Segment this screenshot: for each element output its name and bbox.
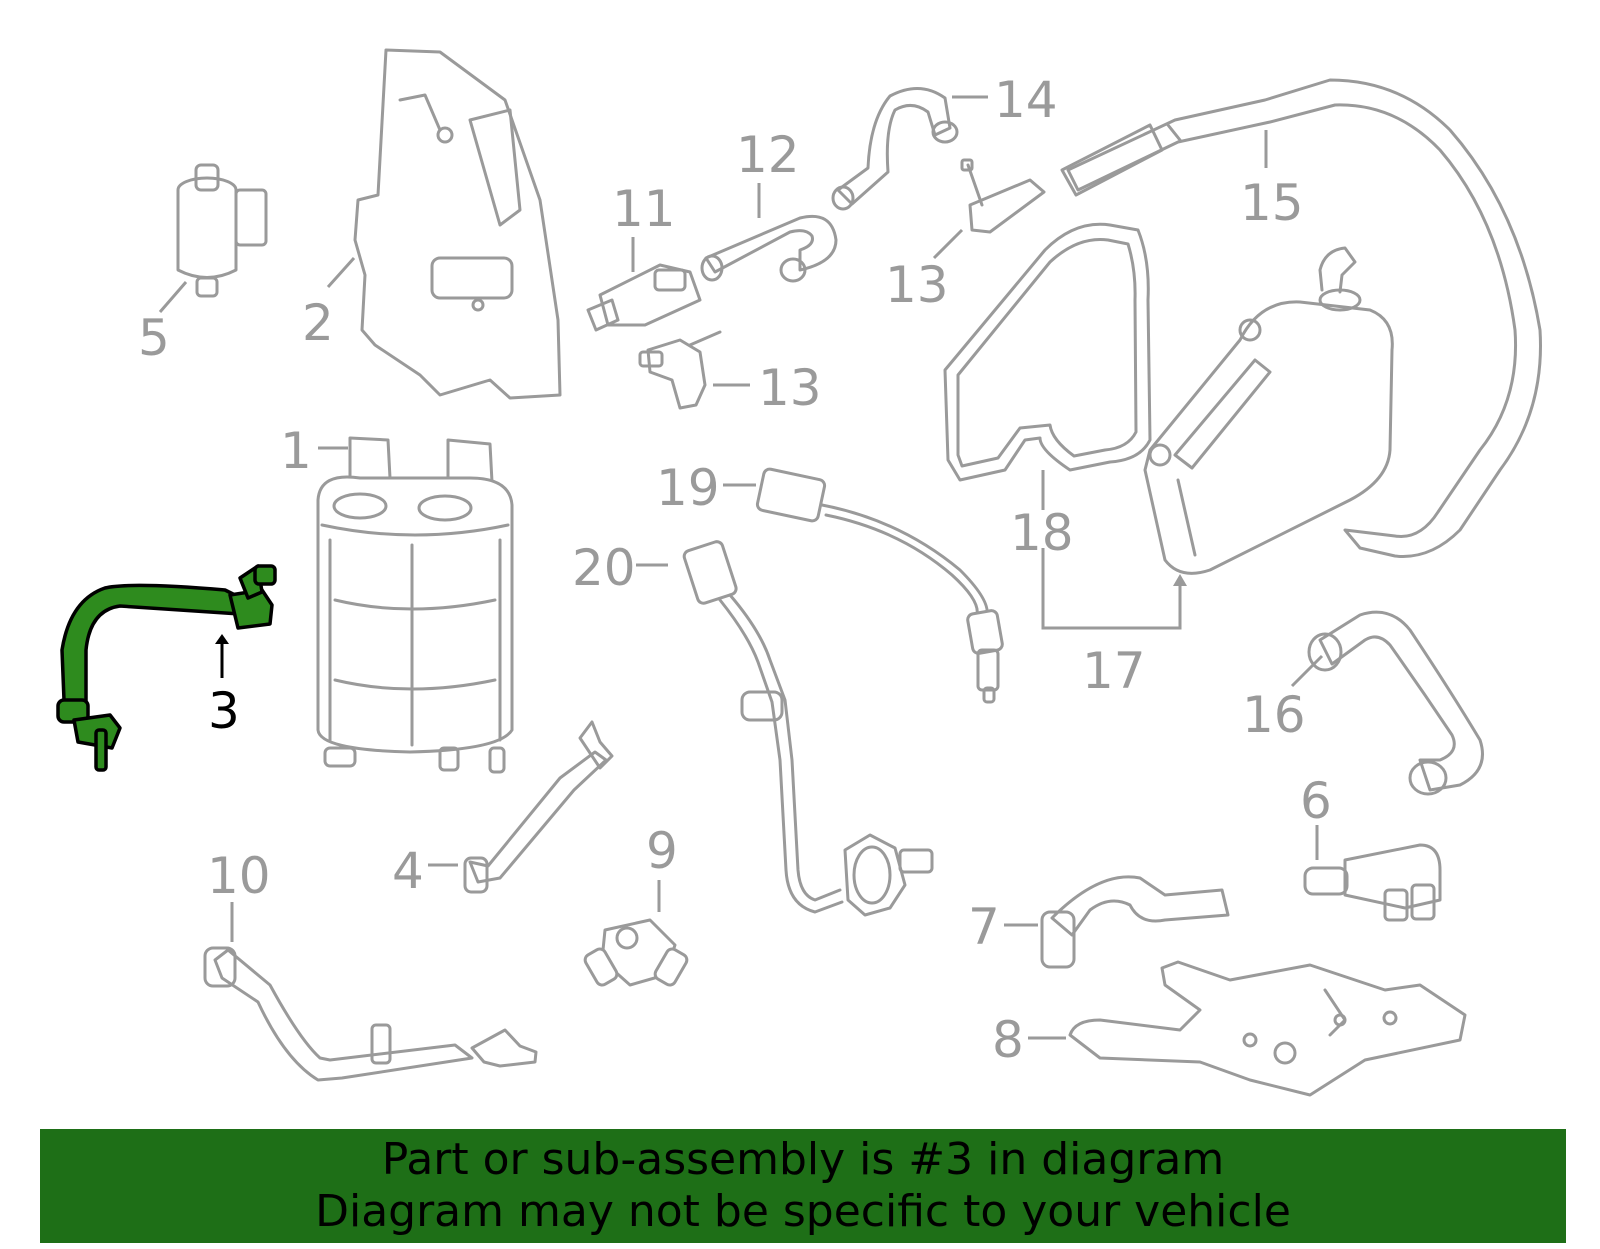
banner-line-1: Part or sub-assembly is #3 in diagram (381, 1134, 1225, 1185)
part-13-sensor-lower (638, 330, 722, 410)
callout-17: 17 (1082, 642, 1146, 700)
part-18-gasket (943, 222, 1152, 482)
leader-5 (158, 281, 188, 313)
part-6-valve (1303, 843, 1442, 922)
bracket-17 (1041, 548, 1182, 630)
leader-16 (1290, 654, 1324, 688)
part-20-o2-sensor (682, 540, 934, 917)
part-7-hose (1040, 875, 1230, 969)
callout-18: 18 (1010, 504, 1074, 562)
part-15-long-hose (1060, 78, 1542, 558)
callout-19: 19 (656, 459, 720, 517)
part-9-valve (583, 918, 689, 987)
callout-13-lower: 13 (758, 359, 822, 417)
callout-15: 15 (1240, 174, 1304, 232)
banner-line-2: Diagram may not be specific to your vehi… (315, 1186, 1291, 1237)
part-17-separator (1143, 246, 1394, 575)
part-16-hose (1307, 610, 1484, 796)
callout-13-upper: 13 (885, 256, 949, 314)
callout-16: 16 (1242, 686, 1306, 744)
callout-14: 14 (994, 71, 1058, 129)
callout-7: 7 (968, 898, 1000, 956)
part-3-vent-hose-highlighted (56, 564, 277, 772)
part-5-purge-valve (176, 163, 268, 298)
callout-9: 9 (646, 822, 678, 880)
callout-5: 5 (138, 309, 170, 367)
leader-2 (326, 256, 356, 289)
callout-12: 12 (736, 126, 800, 184)
part-19-o2-sensor (755, 467, 1004, 704)
part-13-sensor-upper (960, 158, 1046, 234)
callout-6: 6 (1300, 772, 1332, 830)
callout-10: 10 (207, 847, 271, 905)
callout-2: 2 (302, 294, 334, 352)
callout-4: 4 (392, 842, 424, 900)
part-14-hose (831, 87, 959, 211)
callout-8: 8 (992, 1011, 1024, 1069)
leader-13-upper (932, 228, 964, 260)
arrow-17 (1173, 574, 1187, 586)
part-12-u-hose (700, 214, 838, 283)
arrow-3 (215, 634, 229, 644)
part-1-canister (316, 436, 514, 774)
callout-11: 11 (612, 180, 676, 238)
part-11-sensor (586, 263, 702, 332)
info-banner: Part or sub-assembly is #3 in diagram Di… (40, 1129, 1566, 1243)
part-4-hose (463, 720, 614, 894)
part-10-hose-assembly (203, 946, 538, 1082)
callout-1: 1 (280, 422, 312, 480)
part-2-heat-shield (353, 48, 562, 400)
part-8-shield (1068, 960, 1467, 1097)
callout-3: 3 (208, 682, 240, 740)
callout-20: 20 (572, 539, 636, 597)
